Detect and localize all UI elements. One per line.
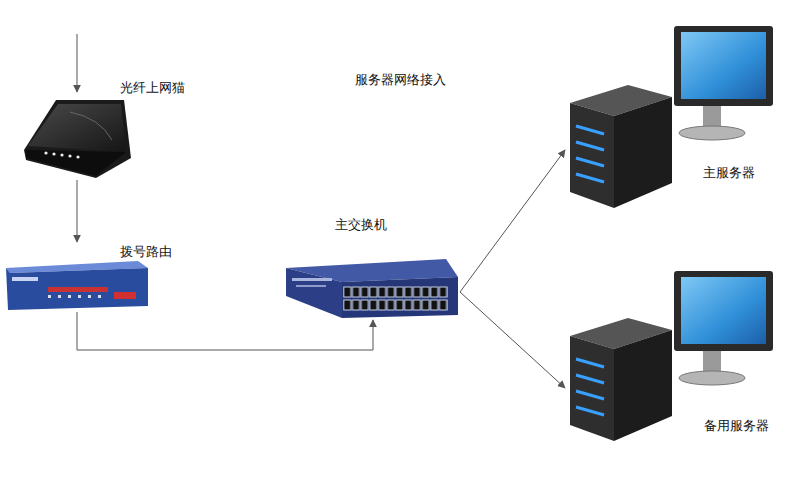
- server-tower: [570, 85, 672, 208]
- monitor: [674, 271, 773, 385]
- connector: [77, 180, 78, 242]
- router-icon: [6, 261, 148, 310]
- modem-icon: [24, 100, 131, 178]
- node-label: 拨号路由: [120, 244, 172, 260]
- router-node: 拨号路由: [3, 242, 180, 312]
- switch-icon: [286, 259, 458, 318]
- connector: [77, 312, 373, 350]
- server-node: 主服务器: [565, 22, 780, 210]
- node-label: 主服务器: [703, 165, 755, 181]
- monitor: [674, 26, 773, 140]
- switch-node: 主交换机: [283, 215, 460, 320]
- uplink-line: [77, 34, 78, 92]
- node-label: 备用服务器: [704, 418, 769, 434]
- connector: [460, 292, 565, 388]
- connector: [460, 150, 565, 292]
- server-tower: [570, 318, 672, 441]
- server-node: 备用服务器: [565, 268, 787, 445]
- node-label: 光纤上网猫: [120, 80, 185, 96]
- diagram-title: 服务器网络接入: [355, 72, 446, 88]
- modem-node: 光纤上网猫: [20, 78, 190, 180]
- node-label: 主交换机: [335, 217, 387, 233]
